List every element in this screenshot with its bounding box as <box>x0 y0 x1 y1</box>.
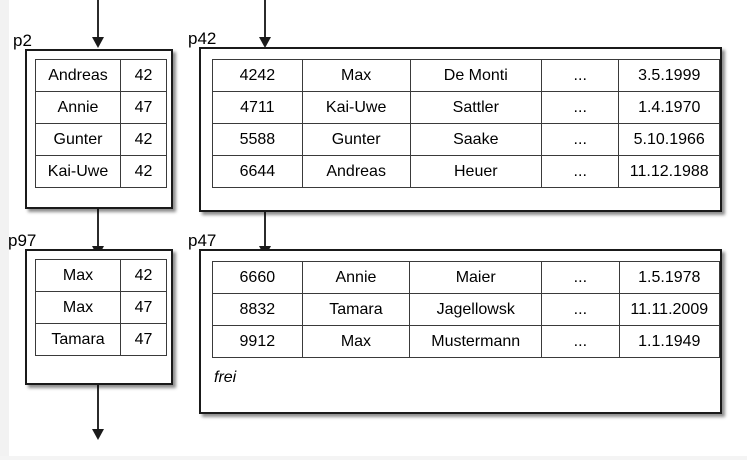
data-cell-lastname: Mustermann <box>409 325 543 358</box>
table-row[interactable]: 4242 Max De Monti ... 3.5.1999 <box>212 59 720 92</box>
page-box-p42[interactable]: 4242 Max De Monti ... 3.5.1999 4711 Kai-… <box>199 47 722 212</box>
left-gutter <box>0 0 9 460</box>
bucket-value-cell: 47 <box>120 323 167 356</box>
page-label-p42: p42 <box>188 29 217 48</box>
data-cell-ellipsis: ... <box>541 293 620 326</box>
data-cell-date: 5.10.1966 <box>618 123 720 156</box>
bucket-key-cell: Tamara <box>35 323 121 356</box>
arrow-into-p42 <box>259 0 271 48</box>
table-row[interactable]: Max 42 <box>35 259 167 292</box>
bucket-value-cell: 42 <box>120 259 167 292</box>
data-table-p42: 4242 Max De Monti ... 3.5.1999 4711 Kai-… <box>212 59 720 188</box>
page-box-p47[interactable]: 6660 Annie Maier ... 1.5.1978 8832 Tamar… <box>199 249 722 414</box>
data-cell-id: 4242 <box>212 59 303 92</box>
table-row[interactable]: 6644 Andreas Heuer ... 11.12.1988 <box>212 155 720 188</box>
data-cell-firstname: Tamara <box>301 293 411 326</box>
page-label-p2: p2 <box>13 31 32 50</box>
bucket-key-cell: Max <box>35 259 121 292</box>
table-row[interactable]: 4711 Kai-Uwe Sattler ... 1.4.1970 <box>212 91 720 124</box>
data-cell-lastname: Saake <box>409 123 542 156</box>
table-row[interactable]: Andreas 42 <box>35 59 167 92</box>
bucket-key-cell: Kai-Uwe <box>35 155 121 188</box>
table-row[interactable]: 8832 Tamara Jagellowsk ... 11.11.2009 <box>212 293 721 326</box>
data-cell-lastname: De Monti <box>409 59 542 92</box>
data-cell-lastname: Sattler <box>409 91 542 124</box>
data-cell-ellipsis: ... <box>540 91 620 124</box>
data-cell-id: 9912 <box>212 325 303 358</box>
data-cell-ellipsis: ... <box>541 325 620 358</box>
bottom-gutter <box>0 456 747 460</box>
data-cell-date: 1.5.1978 <box>618 261 721 294</box>
data-cell-lastname: Maier <box>409 261 543 294</box>
data-cell-id: 6660 <box>212 261 303 294</box>
data-cell-date: 1.1.1949 <box>618 325 721 358</box>
arrow-into-p2 <box>92 0 104 48</box>
bucket-value-cell: 42 <box>120 59 167 92</box>
data-cell-lastname: Heuer <box>409 155 542 188</box>
data-cell-firstname: Annie <box>301 261 411 294</box>
table-row[interactable]: 6660 Annie Maier ... 1.5.1978 <box>212 261 721 294</box>
bucket-value-cell: 42 <box>120 155 167 188</box>
bucket-key-cell: Andreas <box>35 59 121 92</box>
table-row[interactable]: 9912 Max Mustermann ... 1.1.1949 <box>212 325 721 358</box>
table-row[interactable]: Kai-Uwe 42 <box>35 155 167 188</box>
data-cell-ellipsis: ... <box>541 261 620 294</box>
data-cell-ellipsis: ... <box>540 59 620 92</box>
data-cell-id: 5588 <box>212 123 303 156</box>
data-cell-firstname: Max <box>301 325 411 358</box>
page-label-p47: p47 <box>188 231 217 250</box>
data-cell-date: 11.11.2009 <box>618 293 721 326</box>
page-label-p97: p97 <box>8 231 37 250</box>
data-cell-id: 8832 <box>212 293 303 326</box>
table-row[interactable]: Annie 47 <box>35 91 167 124</box>
data-cell-date: 11.12.1988 <box>618 155 720 188</box>
table-row[interactable]: Tamara 47 <box>35 323 167 356</box>
data-cell-id: 6644 <box>212 155 303 188</box>
table-row[interactable]: Gunter 42 <box>35 123 167 156</box>
free-space-label: frei <box>214 369 237 386</box>
bucket-value-cell: 47 <box>120 91 167 124</box>
page-box-p2[interactable]: Andreas 42 Annie 47 Gunter 42 Kai-Uwe 42 <box>25 49 173 209</box>
bucket-value-cell: 47 <box>120 291 167 324</box>
page-box-p97[interactable]: Max 42 Max 47 Tamara 47 <box>25 249 173 385</box>
bucket-key-cell: Annie <box>35 91 121 124</box>
bucket-table-p2: Andreas 42 Annie 47 Gunter 42 Kai-Uwe 42 <box>35 59 167 188</box>
data-table-p47: 6660 Annie Maier ... 1.5.1978 8832 Tamar… <box>212 261 721 358</box>
data-cell-ellipsis: ... <box>540 155 620 188</box>
data-cell-firstname: Max <box>301 59 411 92</box>
table-row[interactable]: Max 47 <box>35 291 167 324</box>
bucket-key-cell: Max <box>35 291 121 324</box>
data-cell-id: 4711 <box>212 91 303 124</box>
bucket-value-cell: 42 <box>120 123 167 156</box>
bucket-key-cell: Gunter <box>35 123 121 156</box>
data-cell-ellipsis: ... <box>540 123 620 156</box>
data-cell-date: 3.5.1999 <box>618 59 720 92</box>
data-cell-firstname: Andreas <box>301 155 411 188</box>
data-cell-firstname: Kai-Uwe <box>301 91 411 124</box>
data-cell-firstname: Gunter <box>301 123 411 156</box>
data-cell-lastname: Jagellowsk <box>409 293 543 326</box>
arrow-out-of-p97 <box>92 383 104 441</box>
bucket-table-p97: Max 42 Max 47 Tamara 47 <box>35 259 167 356</box>
table-row[interactable]: 5588 Gunter Saake ... 5.10.1966 <box>212 123 720 156</box>
data-cell-date: 1.4.1970 <box>618 91 720 124</box>
